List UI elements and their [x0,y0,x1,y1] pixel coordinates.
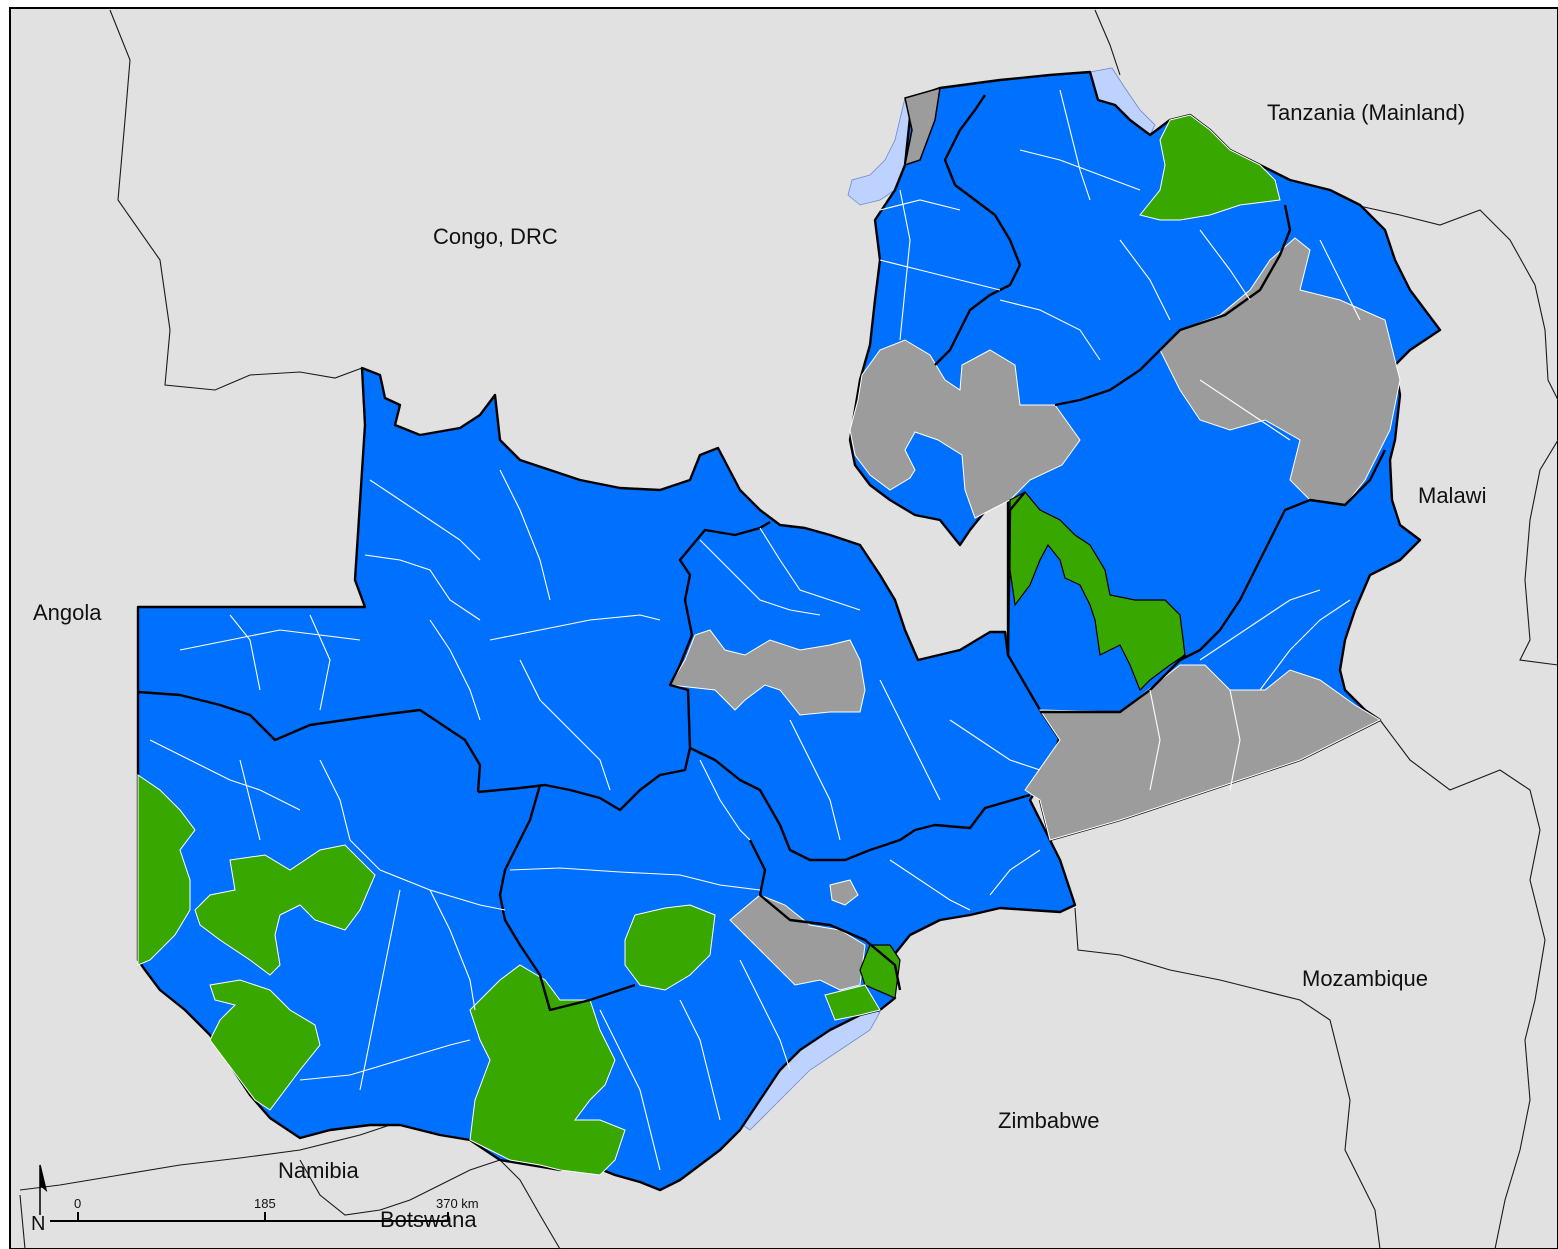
label-botswana: Botswana [380,1207,477,1232]
district-line-1 [179,629,361,651]
province-border-nw-copperbelt [477,520,771,812]
province-border-eastern-west [1040,654,1186,714]
district-line-42 [1229,689,1241,791]
district-line-33 [1059,89,1091,201]
grey-muchinga-east [1159,237,1401,506]
green-north-east [1139,114,1281,221]
district-line-30 [879,259,1001,291]
phase-green-areas [137,114,1281,1176]
label-zimbabwe: Zimbabwe [998,1108,1099,1133]
district-line-34 [999,299,1101,361]
district-line-12 [149,739,301,811]
province-border-lusaka [748,839,902,991]
border-namibia-botswana [19,1124,391,1191]
province-border-nw-west [137,690,482,793]
district-line-31 [899,189,911,341]
district-line-17 [429,889,476,1011]
phase-grey-areas [669,86,1401,991]
border-malawi-mozambique [1519,439,1558,666]
grey-small [829,879,859,906]
district-line-38 [1199,379,1291,441]
grey-central-north [669,629,866,716]
district-line-28 [739,959,791,1071]
district-line-26 [599,1009,661,1171]
district-line-36 [1199,229,1251,301]
district-line-23 [949,719,1041,771]
district-line-11 [759,527,861,611]
district-line-27 [679,999,721,1121]
label-angola: Angola [33,600,102,625]
label-tanzania: Tanzania (Mainland) [1267,100,1465,125]
district-line-14 [319,759,381,871]
north-arrow-icon [39,1164,48,1215]
grey-tanganyika [904,86,941,167]
district-line-13 [239,759,261,841]
border-tanzania-malawi [1354,204,1558,401]
green-south-east [859,944,901,999]
scale-bar: 0 185 370 km [50,1196,479,1222]
district-line-15 [379,869,506,911]
district-line-22 [879,679,941,801]
scale-bar-label-0: 0 [74,1196,81,1211]
district-line-24 [889,859,971,911]
border-malawi-east [1379,719,1546,1249]
green-muchinga [1009,491,1186,692]
district-line-25 [989,849,1041,896]
border-namibia-west [19,1194,26,1249]
green-central-south [624,904,716,991]
neighbor-borders [19,9,1558,1249]
district-line-9 [499,469,551,601]
district-line-20 [699,759,751,841]
label-mozambique: Mozambique [1302,966,1428,991]
province-border-central-east [689,746,1031,862]
grey-eastern [1024,664,1382,841]
province-border-northern-luapula [934,184,1022,366]
scale-bar-label-370: 370 km [436,1196,479,1211]
border-botswana [299,1159,561,1249]
district-line-5 [369,479,481,561]
country-labels: Congo, DRC Tanzania (Mainland) Angola Ma… [33,100,1486,1232]
district-line-40 [1259,599,1351,691]
border-mozambique-zimbabwe [1074,907,1381,1249]
district-line-19 [509,867,761,891]
district-line-3 [309,614,331,711]
district-line-32 [1019,149,1141,191]
scale-bar-label-185: 185 [254,1196,276,1211]
green-western-2 [194,844,376,976]
district-line-8 [519,659,611,791]
province-border-muchinga-north [1054,204,1292,407]
label-namibia: Namibia [278,1158,359,1183]
district-line-29 [879,199,961,211]
grey-lusaka-south [729,894,866,991]
district-borders [149,89,1361,1171]
label-congo-drc: Congo, DRC [433,224,558,249]
green-western-3 [209,979,321,1111]
green-southern [469,964,626,1176]
district-line-4 [364,554,481,621]
province-border-east-edge [1006,491,1026,656]
border-tanzania-north [1094,9,1121,76]
district-line-39 [1199,589,1321,661]
province-border-central [498,784,636,1012]
district-line-41 [1149,689,1161,791]
label-malawi: Malawi [1418,483,1486,508]
province-borders [137,94,1387,1012]
district-line-37 [1319,239,1361,321]
district-line-10 [699,539,821,616]
district-line-18 [299,1039,471,1081]
border-congo-angola [109,9,363,391]
district-line-6 [429,619,481,721]
north-arrow-label: N [31,1213,45,1235]
province-border-northern [943,94,986,186]
district-line-7 [489,614,661,641]
district-line-16 [359,889,401,1091]
north-arrow: N [31,1164,48,1235]
district-line-35 [1119,239,1171,321]
province-border-muchinga-eastern [1179,449,1387,662]
district-line-21 [789,719,841,841]
district-line-2 [229,614,261,691]
green-lusaka-south [824,984,881,1021]
green-western-1 [137,774,196,966]
